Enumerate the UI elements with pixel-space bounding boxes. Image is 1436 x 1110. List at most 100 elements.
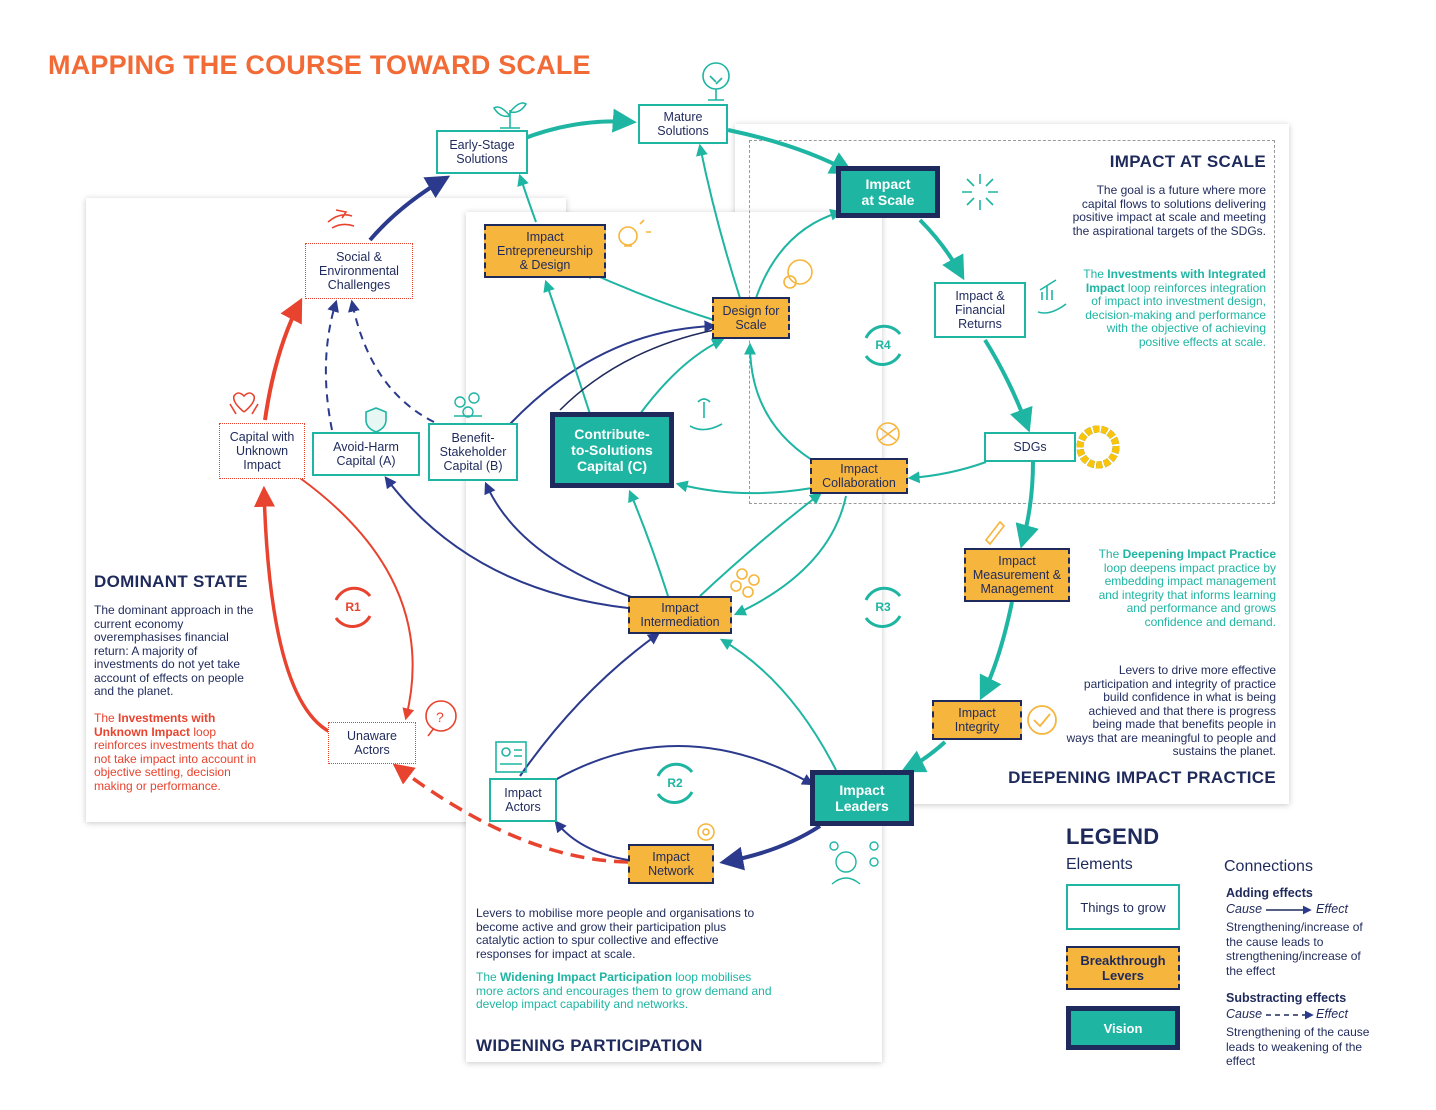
- sprout-icon: [492, 102, 528, 129]
- tree-icon: [702, 62, 730, 101]
- node-impact-financial-returns[interactable]: Impact & Financial Returns: [934, 282, 1026, 338]
- arrow-design-to-impact-at-scale: [755, 209, 843, 299]
- widening-loop-name: Widening Impact Participation: [500, 970, 672, 984]
- id-card-icon: [495, 741, 527, 773]
- widening-loop-text: The Widening Impact Participation loop m…: [476, 970, 772, 1012]
- loop-r4: R4: [856, 318, 910, 372]
- node-design-for-scale[interactable]: Design for Scale: [712, 297, 790, 339]
- loop-r3-label: R3: [875, 600, 891, 614]
- node-early-stage-solutions[interactable]: Early-Stage Solutions: [436, 130, 528, 174]
- node-impact-integrity[interactable]: Impact Integrity: [932, 700, 1022, 740]
- arrow-capital-unknown-to-unaware: [299, 477, 415, 721]
- impact-at-scale-loop-name: Investments with Integrated Impact: [1085, 267, 1266, 295]
- node-capital-unknown-impact[interactable]: Capital with Unknown Impact: [219, 423, 305, 479]
- deepening-levers: Levers to drive more effective participa…: [1066, 663, 1276, 758]
- page-title: MAPPING THE COURSE TOWARD SCALE: [48, 50, 591, 80]
- legend-things-to-grow: Things to grow: [1066, 884, 1180, 930]
- node-impact-leaders[interactable]: Impact Leaders: [810, 770, 914, 826]
- impact-at-scale-loop-pre: The: [1083, 267, 1108, 281]
- node-benefit-stakeholder-capital[interactable]: Benefit- Stakeholder Capital (B): [428, 423, 518, 481]
- wrench-hand-icon: [689, 398, 723, 431]
- arrow-network-to-unaware-dashed: [392, 763, 629, 864]
- legend-adding-desc: Strengthening/increase of the cause lead…: [1226, 920, 1363, 978]
- widening-loop-pre: The: [476, 970, 501, 984]
- legend-elements-heading: Elements: [1066, 856, 1133, 873]
- arrow-capital-unknown-to-social: [263, 297, 303, 421]
- arrow-integrity-to-leaders: [900, 740, 947, 773]
- sdg-wheel-icon: [1076, 425, 1120, 469]
- dominant-state-heading: DOMINANT STATE: [94, 572, 248, 591]
- legend-adding-cause: Cause: [1226, 902, 1263, 916]
- arrow-early-to-mature: [519, 108, 637, 142]
- loop-r2-label: R2: [667, 776, 683, 790]
- deepening-loop-post: loop deepens impact practice by embeddin…: [1098, 560, 1276, 629]
- loop-r1-label: R1: [345, 600, 361, 614]
- arrow-benefit-to-social-dashed: [348, 299, 435, 423]
- impact-at-scale-loop-post: loop reinforces integration of impact in…: [1085, 280, 1266, 349]
- arrow-intermediation-to-contribute: [628, 489, 669, 597]
- loop-r2: R2: [648, 756, 702, 810]
- people-network-icon: [454, 392, 482, 418]
- question-bubble-icon: ?: [425, 700, 457, 737]
- legend-vision: Vision: [1066, 1006, 1180, 1050]
- dominant-state-intro: The dominant approach in the current eco…: [94, 603, 254, 698]
- loop-r4-label: R4: [875, 338, 891, 352]
- widening-loop-post: loop mobilises more actors and encourage…: [476, 970, 772, 1011]
- burst-icon: [962, 174, 998, 210]
- node-mature-solutions[interactable]: Mature Solutions: [638, 104, 728, 144]
- hands-icon: [327, 209, 355, 229]
- arrow-unaware-to-capital-unknown: [253, 485, 331, 734]
- arrow-collaboration-to-design: [744, 342, 813, 461]
- heart-hand-icon: [229, 392, 259, 415]
- legend-subtracting-cause: Cause: [1226, 1007, 1263, 1021]
- node-impact-entrepreneurship[interactable]: Impact Entrepreneurship & Design: [484, 224, 606, 278]
- node-avoid-harm-capital[interactable]: Avoid-Harm Capital (A): [312, 432, 420, 476]
- arrow-sdgs-to-collaboration: [907, 461, 987, 484]
- node-impact-collaboration[interactable]: Impact Collaboration: [810, 458, 908, 494]
- dominant-loop-pre: The: [94, 711, 119, 725]
- collaboration-icon: [876, 422, 900, 446]
- legend-connections-heading: Connections: [1224, 858, 1313, 875]
- arrow-benefit-to-design: [509, 320, 717, 425]
- legend-subtracting-title: Substracting effects: [1226, 991, 1347, 1005]
- dominant-state-loop-text: The Investments with Unknown Impact loop…: [94, 711, 270, 793]
- deepening-loop-name: Deepening Impact Practice: [1122, 547, 1276, 561]
- legend-title: LEGEND: [1066, 824, 1160, 849]
- legend-subtracting-desc: Strengthening of the cause leads to weak…: [1226, 1025, 1370, 1068]
- node-impact-at-scale[interactable]: Impact at Scale: [836, 166, 940, 218]
- arrow-avoid-harm-to-social-dashed: [324, 299, 339, 431]
- arrow-network-to-actors: [554, 820, 629, 861]
- arrow-collaboration-to-contribute: [675, 480, 813, 495]
- node-contribute-to-solutions-capital[interactable]: Contribute- to-Solutions Capital (C): [550, 412, 674, 488]
- node-unaware-actors[interactable]: Unaware Actors: [328, 722, 416, 764]
- node-social-environmental-challenges[interactable]: Social & Environmental Challenges: [305, 243, 413, 299]
- panel-widening-participation: [466, 212, 882, 1062]
- deepening-heading: DEEPENING IMPACT PRACTICE: [1008, 768, 1276, 787]
- loop-r1: R1: [326, 580, 380, 634]
- people-group-icon: [829, 841, 879, 885]
- shield-icon: [365, 407, 387, 433]
- arrow-intermediation-to-benefit: [484, 481, 641, 601]
- legend-adding-title: Adding effects: [1226, 886, 1313, 900]
- node-impact-measurement-management[interactable]: Impact Measurement & Management: [964, 548, 1070, 602]
- node-impact-network[interactable]: Impact Network: [628, 844, 714, 884]
- node-sdgs[interactable]: SDGs: [984, 432, 1076, 462]
- arrow-impact-at-scale-to-returns: [918, 218, 965, 281]
- arrow-actors-to-intermediation: [519, 632, 660, 777]
- arrow-returns-to-sdgs: [983, 338, 1033, 433]
- dominant-loop-post: loop reinforces investments that do not …: [94, 724, 257, 793]
- arrow-actors-to-leaders: [554, 745, 815, 786]
- legend-subtracting-effect: Effect: [1316, 1007, 1348, 1021]
- node-impact-actors[interactable]: Impact Actors: [489, 778, 557, 822]
- node-impact-intermediation[interactable]: Impact Intermediation: [628, 596, 732, 634]
- chart-hand-icon: [1037, 279, 1067, 314]
- impact-at-scale-loop-text: The Investments with Integrated Impact l…: [1080, 267, 1266, 349]
- widening-levers: Levers to mobilise more people and organ…: [476, 906, 755, 961]
- arrow-design-to-contribute-blunt: [559, 329, 715, 411]
- lightbulb-icon: [618, 219, 651, 247]
- arrow-intermediation-to-collaboration: [699, 492, 822, 597]
- arrow-social-to-early: [368, 175, 451, 242]
- molecule-icon: [730, 568, 760, 598]
- arrow-collaboration-to-intermediation: [733, 495, 847, 616]
- deepening-loop-text: The Deepening Impact Practice loop deepe…: [1084, 547, 1276, 629]
